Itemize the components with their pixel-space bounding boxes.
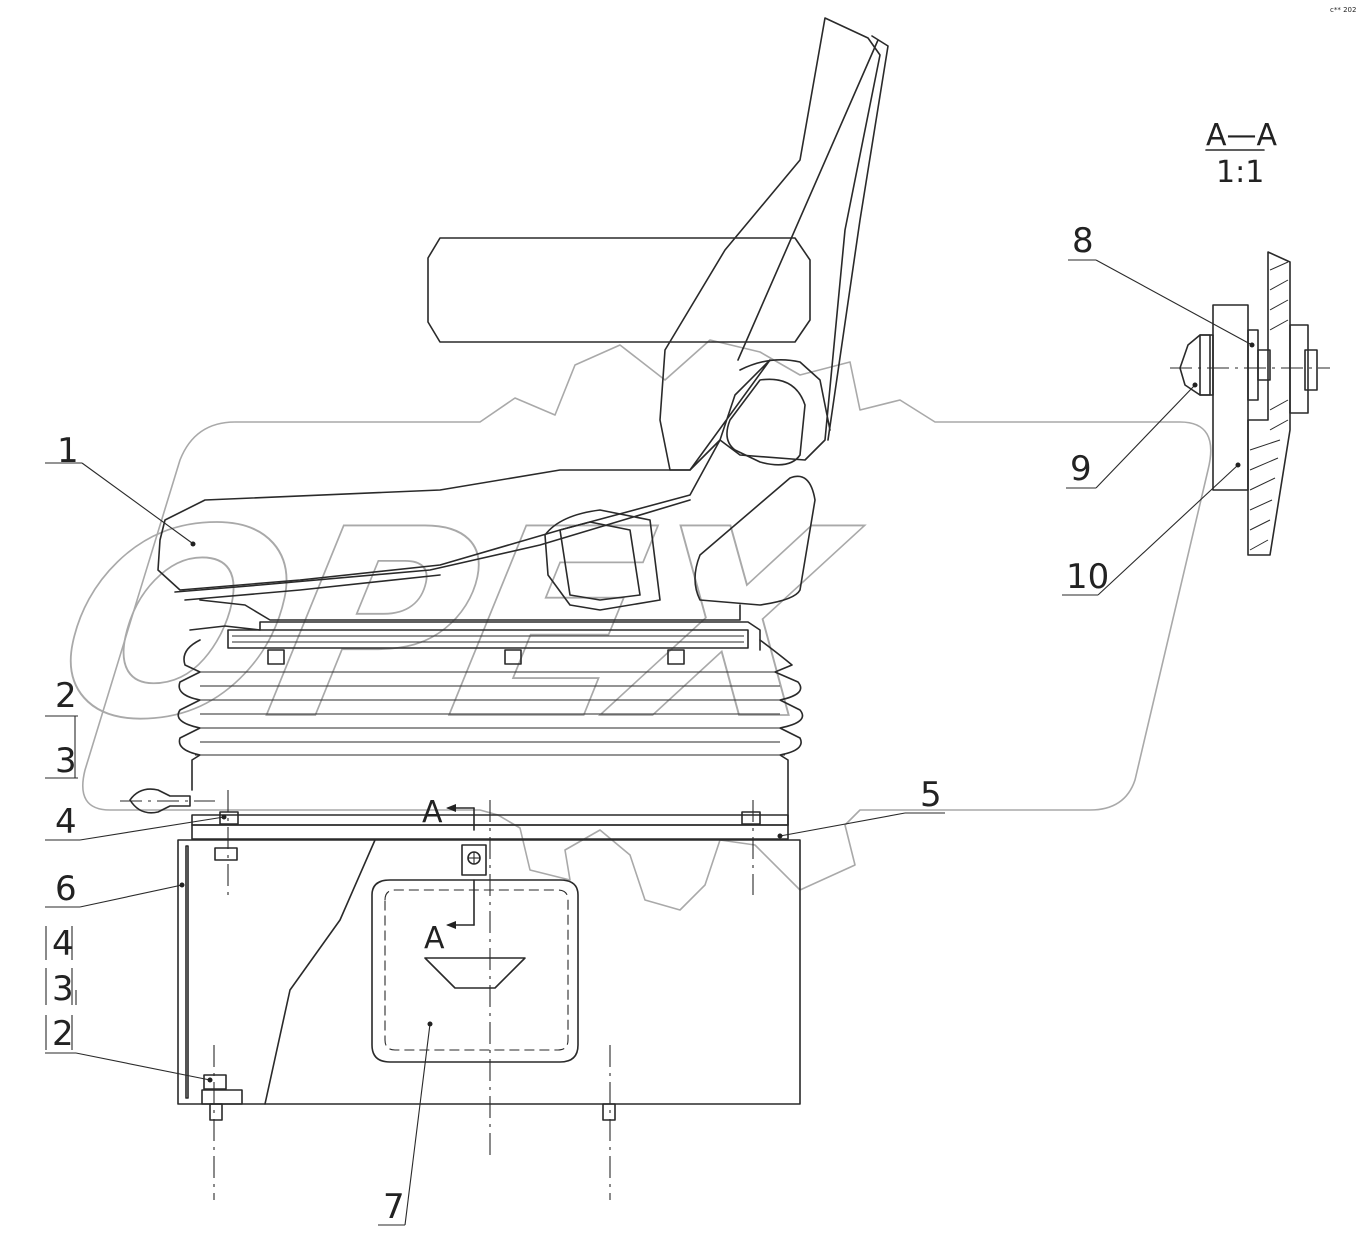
callout-9-text: 9	[1070, 449, 1092, 489]
section-detail: A—A 1:1	[1170, 118, 1330, 556]
callout-3-text: 3	[55, 741, 77, 781]
section-mark-top-text: A	[422, 795, 443, 830]
center-lines	[213, 790, 754, 1200]
callout-7: 7	[378, 1021, 433, 1227]
callout-10-text: 10	[1066, 557, 1109, 597]
callout-6-text: 6	[55, 869, 77, 909]
callout-7-text: 7	[383, 1187, 405, 1227]
section-mark-bottom-text: A	[424, 921, 445, 956]
callout-8: 8	[1068, 221, 1255, 348]
section-marker-top: A	[422, 795, 475, 831]
callout-box-2-text: 2	[52, 1014, 74, 1054]
callout-2: 2	[45, 676, 78, 717]
callout-4: 4	[45, 802, 227, 842]
corner-note: c** 2021	[1330, 6, 1356, 14]
callout-6: 6	[45, 869, 185, 909]
section-label: A—A	[1206, 118, 1278, 153]
base-plate	[120, 788, 789, 840]
section-marker-bottom: A	[424, 879, 475, 956]
callout-8-text: 8	[1072, 221, 1094, 261]
callout-1-text: 1	[57, 431, 79, 471]
callout-3: 3	[45, 716, 78, 781]
callout-box-3-text: 3	[52, 969, 74, 1009]
callout-box-4-text: 4	[52, 924, 74, 964]
callout-group-box: 4 3 2	[45, 924, 213, 1083]
callout-5: 5	[777, 775, 945, 839]
storage-box	[177, 839, 801, 1121]
headrest	[427, 237, 811, 343]
callout-5-text: 5	[920, 775, 942, 815]
backrest	[659, 17, 889, 471]
bellows	[177, 639, 804, 826]
seat-rail	[189, 621, 761, 665]
callout-9: 9	[1066, 382, 1198, 489]
callout-1: 1	[45, 431, 196, 547]
callout-4-text: 4	[55, 802, 77, 842]
section-scale: 1:1	[1216, 155, 1264, 190]
seat-cushion	[157, 439, 816, 621]
callout-2-text: 2	[55, 676, 77, 716]
callout-10: 10	[1062, 462, 1241, 597]
